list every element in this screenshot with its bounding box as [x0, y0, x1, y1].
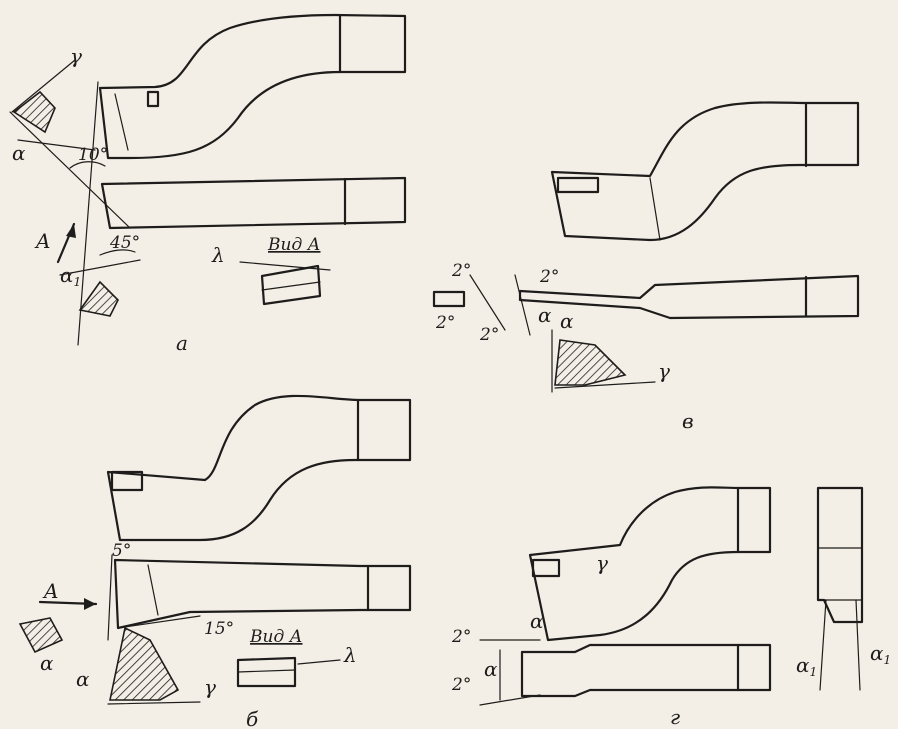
label-g-alpha1-left: α1	[796, 653, 817, 679]
section-a-upper	[12, 90, 56, 134]
label-v-gamma: γ	[658, 359, 670, 383]
view-a-sketch	[260, 264, 322, 306]
section-line-a	[59, 259, 141, 276]
angle-10-arc	[69, 161, 106, 169]
b-base-line	[107, 701, 201, 705]
label-g-2deg-top: 2°	[451, 627, 471, 647]
label-b-lambda: λ	[343, 643, 357, 667]
cutter-a-side-view	[98, 13, 407, 160]
label-gamma-a: γ	[70, 44, 82, 68]
view-a-sketch-line	[261, 281, 321, 291]
g-2deg-line-bottom	[479, 694, 541, 706]
label-v-2deg-top-left: 2°	[451, 261, 471, 281]
cutter-g-end-view	[816, 486, 864, 624]
panel-label-a: а	[176, 331, 188, 355]
cutter-g-side-view	[528, 486, 772, 642]
g-alpha1-leader-left	[819, 599, 827, 691]
angle-45-arc	[99, 249, 136, 256]
vertical-guide-a	[77, 81, 99, 346]
arrow-b-head	[84, 598, 96, 610]
panel-a: γ α 10° A 45° α1 λ Вид А а	[9, 13, 407, 355]
cutter-v-side-view	[550, 101, 860, 242]
label-g-gamma: γ	[596, 551, 608, 575]
label-b-5deg: 5°	[112, 541, 131, 561]
panel-v: 2° 2° 2° 2° α α γ в	[432, 101, 860, 433]
v-dim-line-1	[469, 274, 506, 331]
label-b-15deg: 15°	[204, 619, 234, 639]
label-lambda-a: λ	[211, 243, 225, 267]
cutter-g-insert	[531, 558, 561, 578]
label-g-2deg-bottom: 2°	[451, 675, 471, 695]
alpha-leader-a	[17, 139, 96, 151]
cutter-v-end-view	[432, 290, 466, 308]
label-g-alpha-top: α	[530, 609, 544, 633]
section-a-lower	[78, 280, 119, 317]
cutter-a-top-view	[100, 176, 407, 230]
cutter-b-edge	[147, 564, 159, 616]
panel-g: γ α 2° α 2° α1 α1 г	[451, 486, 891, 729]
label-v-2deg-top-right: 2°	[539, 267, 559, 287]
cutter-a-insert	[146, 90, 160, 108]
lambda-leader	[239, 261, 331, 271]
label-v-2deg-bottom: 2°	[479, 325, 499, 345]
section-v	[554, 339, 627, 386]
label-b-gamma: γ	[204, 675, 216, 699]
cutter-v-top-view	[518, 274, 860, 320]
label-angle-45: 45°	[109, 233, 140, 253]
gamma-leader-a	[11, 59, 76, 113]
cutter-b-side-view	[106, 394, 412, 542]
cutter-v-edge	[649, 177, 661, 241]
view-b-sketch-line	[237, 669, 296, 673]
label-alpha1-a: α1	[60, 263, 81, 289]
cutter-v-insert	[556, 176, 600, 194]
label-view-a-top: Вид А	[267, 235, 321, 255]
diagonal-guide-a	[9, 111, 131, 229]
cutter-g-top-view	[520, 643, 772, 698]
lambda-leader-b	[297, 659, 341, 665]
panel-label-v: в	[682, 409, 694, 433]
label-angle-10: 10°	[78, 145, 108, 165]
label-alpha-a: α	[12, 141, 26, 165]
label-v-2deg-bottom-left: 2°	[435, 313, 455, 333]
g-alpha1-leader-right	[855, 599, 861, 691]
section-b-main	[109, 626, 180, 701]
label-view-b: Вид А	[249, 627, 303, 647]
panel-label-g: г	[670, 705, 680, 729]
panel-b: 5° A 15° α α γ Вид А λ б	[18, 394, 412, 729]
label-b-alpha-left: α	[40, 651, 54, 675]
b-15-line	[117, 615, 201, 629]
v-base-line	[554, 381, 656, 389]
label-b-alpha: α	[76, 667, 90, 691]
v-dim-line-2	[514, 274, 531, 336]
label-v-alpha: α	[560, 309, 574, 333]
arrow-a-head	[66, 224, 76, 238]
b-vertical-guide	[107, 554, 113, 641]
label-v-alpha-rot: α	[538, 303, 552, 327]
label-arrow-a: A	[34, 229, 50, 253]
cutter-b-insert	[110, 470, 144, 492]
cutter-b-top-view	[113, 558, 412, 630]
section-b-left	[18, 617, 64, 654]
label-g-alpha1-right: α1	[870, 641, 891, 667]
cutter-a-edge	[114, 93, 129, 151]
label-g-alpha: α	[484, 657, 498, 681]
view-b-sketch	[236, 656, 297, 688]
label-arrow-b: A	[42, 579, 58, 603]
panel-label-b: б	[246, 707, 259, 729]
